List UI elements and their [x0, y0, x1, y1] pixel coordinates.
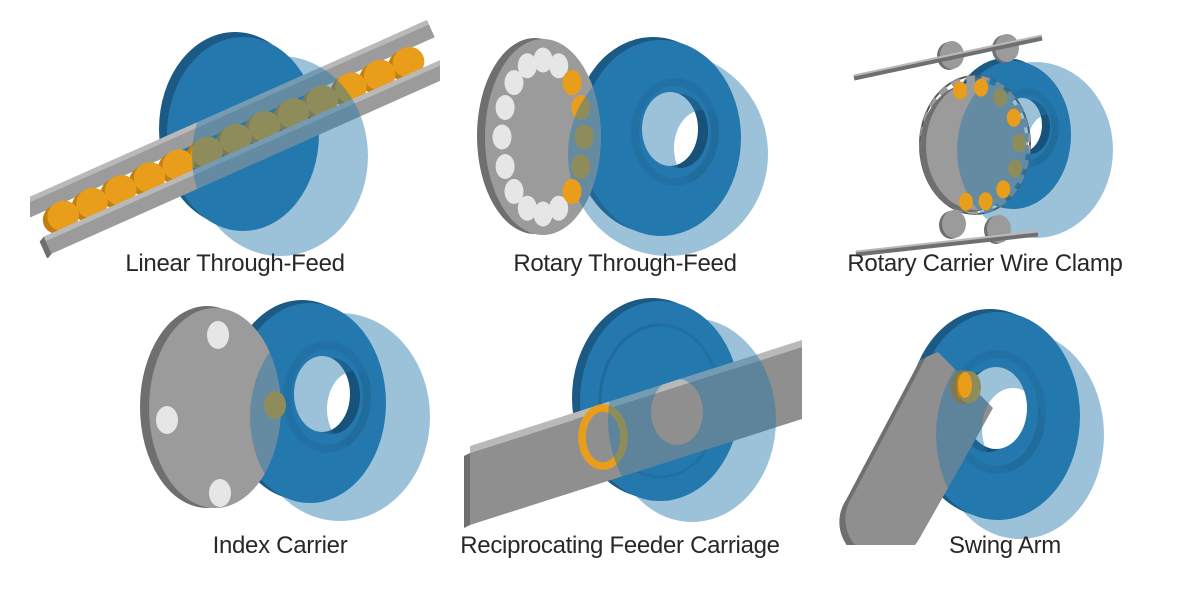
diagram-swing-arm: Swing Arm	[830, 295, 1180, 585]
carrier-pocket	[156, 406, 178, 434]
diagram-caption-reciprocating-feeder-carriage: Reciprocating Feeder Carriage	[460, 532, 780, 559]
rotary-carrier-wire-clamp-illustration	[853, 34, 1113, 257]
rotary-through-feed-illustration	[477, 37, 768, 256]
grinding-wheel-front-translucent	[250, 313, 430, 521]
linear-through-feed-illustration	[30, 19, 440, 258]
diagram-rotary-through-feed: Rotary Through-Feed	[470, 8, 780, 288]
diagram-index-carrier: Index Carrier	[130, 295, 430, 585]
grinding-wheel-rear	[573, 37, 741, 236]
grinding-wheel-front-translucent	[936, 330, 1104, 540]
grinding-wheel-front-translucent	[608, 318, 776, 522]
reciprocating-feeder-carriage-illustration	[464, 298, 802, 528]
diagram-rotary-carrier-wire-clamp: Rotary Carrier Wire Clamp	[830, 8, 1140, 288]
index-carrier-illustration	[140, 300, 430, 521]
diagram-linear-through-feed: Linear Through-Feed	[30, 8, 440, 288]
diagram-caption-swing-arm: Swing Arm	[948, 532, 1061, 559]
carrier-pockets	[492, 47, 594, 227]
diagram-caption-rotary-carrier-wire-clamp: Rotary Carrier Wire Clamp	[847, 250, 1123, 277]
carrier-pocket	[209, 479, 231, 507]
toothed-carrier-disc	[919, 75, 1031, 215]
clamped-workpieces	[993, 88, 1026, 178]
clamped-workpieces-front	[953, 78, 1021, 211]
swing-arm-illustration	[839, 309, 1104, 545]
diagram-caption-index-carrier: Index Carrier	[212, 532, 348, 559]
workpiece-at-wheel	[264, 391, 286, 419]
carrier-pocket	[207, 321, 229, 349]
workpiece-pellet-front	[956, 372, 972, 398]
grinding-wheel-front-translucent	[957, 61, 1113, 239]
wire-guide-rollers-bottom	[855, 210, 1039, 257]
index-carrier-disc	[140, 306, 286, 508]
grinding-wheel-front-translucent	[568, 52, 768, 256]
workpieces-at-wheel	[562, 70, 582, 204]
diagram-caption-rotary-through-feed: Rotary Through-Feed	[513, 250, 737, 277]
wire-guide-rollers-top	[853, 34, 1043, 81]
diagram-caption-linear-through-feed: Linear Through-Feed	[125, 250, 345, 277]
workpiece-holder-ring	[578, 404, 628, 470]
diagram-reciprocating-feeder-carriage: Reciprocating Feeder Carriage	[430, 295, 810, 585]
grinding-wheel-front-translucent	[192, 56, 368, 256]
feed-rail	[30, 19, 440, 258]
feeder-carriage-plate	[464, 340, 802, 528]
